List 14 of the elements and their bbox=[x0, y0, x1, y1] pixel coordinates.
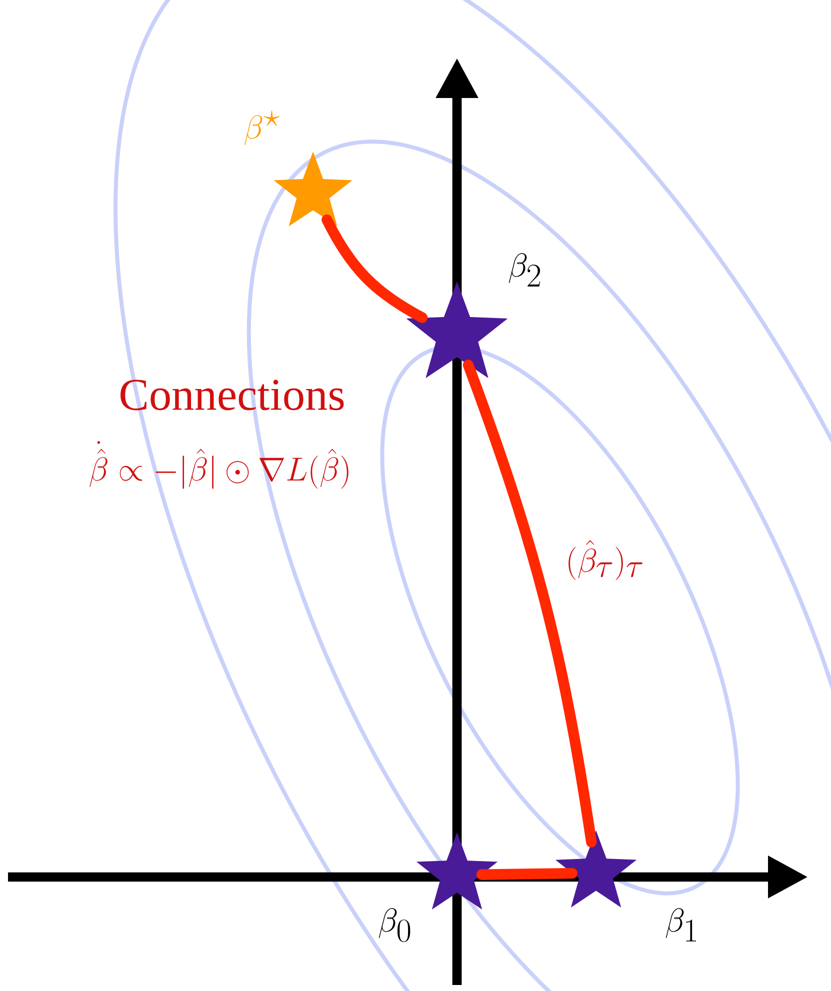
axis-label: $\beta_0$ bbox=[378, 908, 410, 942]
star-marker bbox=[406, 282, 508, 378]
path-line bbox=[462, 360, 597, 848]
path-line bbox=[322, 214, 428, 323]
formula: $\dot{\hat{\beta}} \propto -|\hat{\beta}| \odot \nabla L(\hat{\beta})$ bbox=[90, 441, 348, 489]
star-marker bbox=[274, 152, 352, 226]
star-marker bbox=[555, 830, 637, 908]
axis-label: $\beta_2$ bbox=[508, 253, 540, 286]
axis-label: $\beta_1$ bbox=[666, 908, 696, 942]
star-marker bbox=[416, 832, 498, 910]
caption-text: Connections bbox=[120, 380, 344, 410]
axis-label: $\beta^\star$ bbox=[244, 110, 280, 145]
path-line bbox=[476, 868, 578, 880]
edge-label: $(\hat{\beta}_\tau)_\tau$ bbox=[568, 540, 642, 580]
